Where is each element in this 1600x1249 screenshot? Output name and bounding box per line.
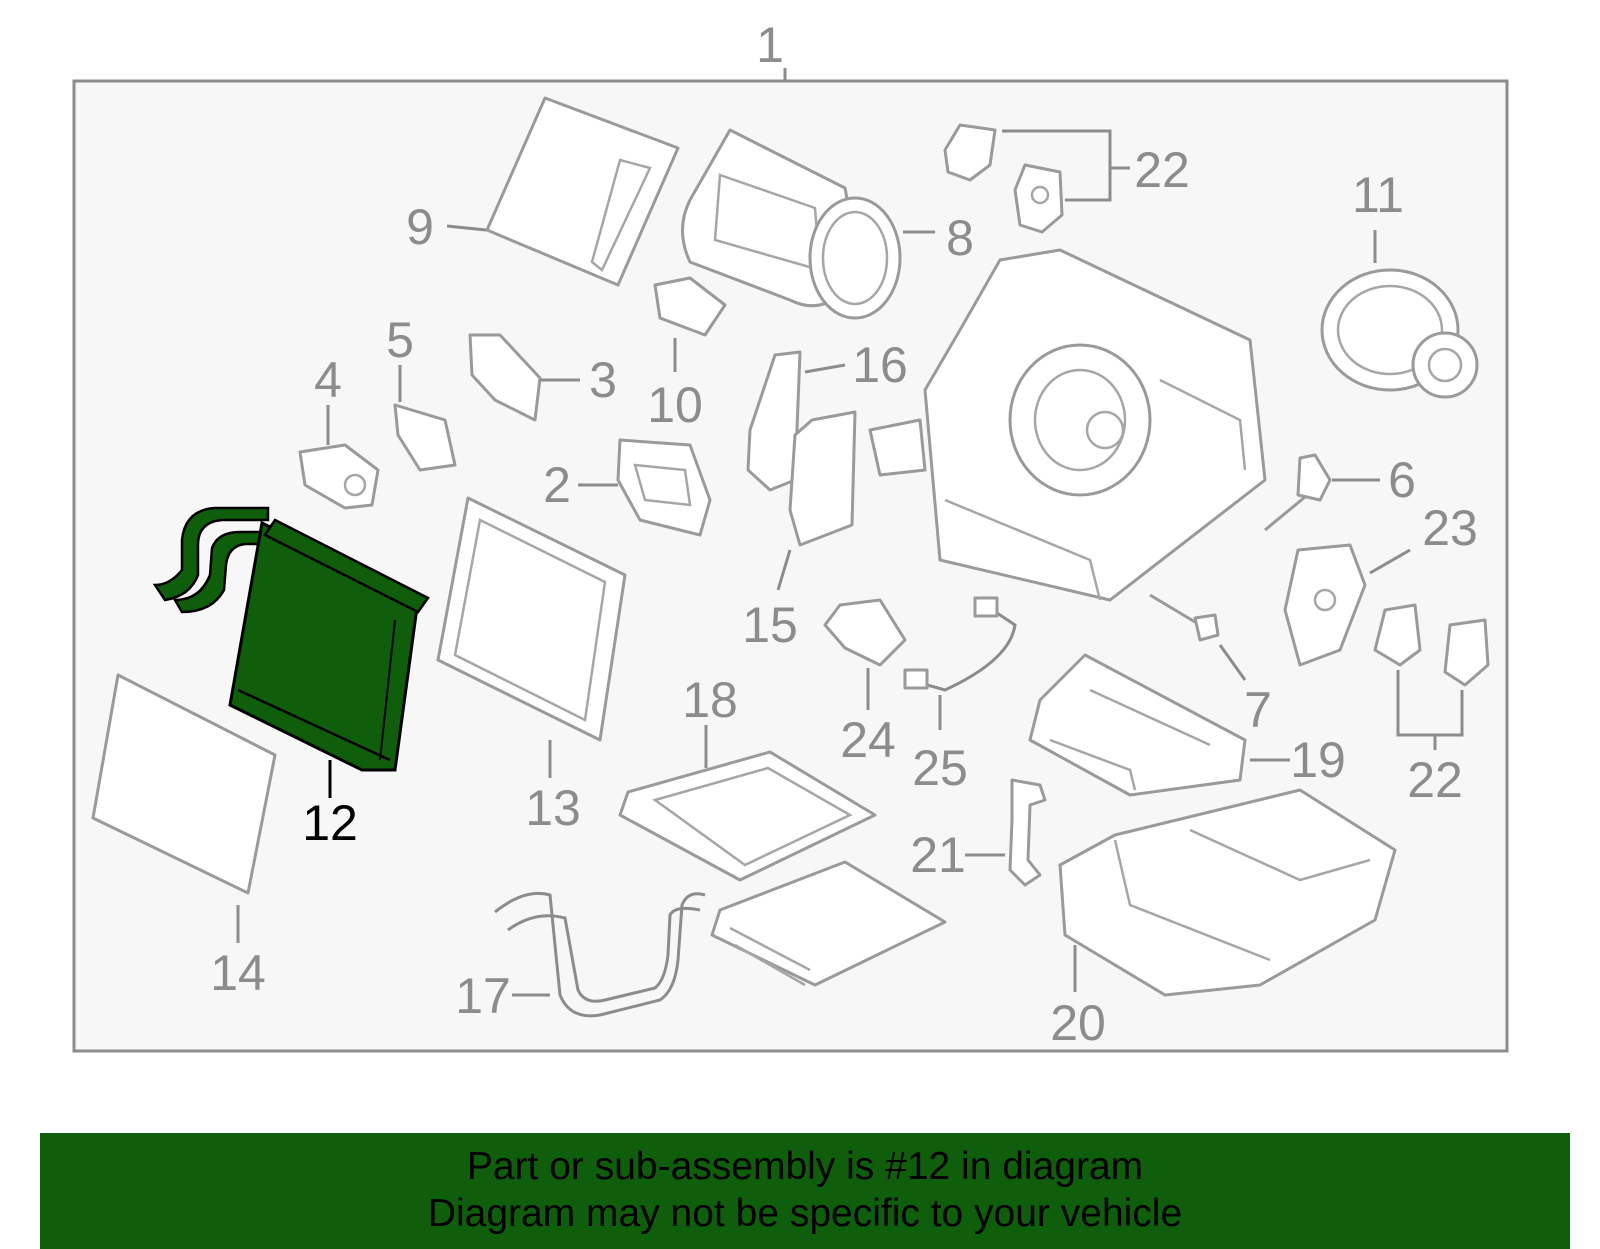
leader-22-top xyxy=(1002,129,1112,202)
part-18-tray[interactable] xyxy=(618,750,877,882)
label-8[interactable]: 8 xyxy=(946,210,974,266)
part-12-evaporator-core[interactable] xyxy=(152,506,430,772)
label-20[interactable]: 20 xyxy=(1050,995,1106,1051)
label-22-bottom[interactable]: 22 xyxy=(1407,752,1463,808)
label-24[interactable]: 24 xyxy=(840,712,896,768)
label-18[interactable]: 18 xyxy=(682,672,738,728)
leader-9 xyxy=(446,224,487,232)
exploded-parts-diagram: 1 9 8 22 11 xyxy=(72,17,1509,1053)
label-4[interactable]: 4 xyxy=(314,352,342,408)
label-2[interactable]: 2 xyxy=(543,457,571,513)
part-1-hvac-case[interactable] xyxy=(868,248,1267,602)
label-22-top[interactable]: 22 xyxy=(1134,142,1190,198)
label-10[interactable]: 10 xyxy=(647,377,703,433)
part-4-expansion-valve[interactable] xyxy=(298,443,380,510)
label-5[interactable]: 5 xyxy=(386,312,414,368)
label-9[interactable]: 9 xyxy=(406,199,434,255)
part-16-bracket[interactable] xyxy=(746,350,802,492)
label-14[interactable]: 14 xyxy=(210,945,266,1001)
part-3-door-lever[interactable] xyxy=(468,333,542,422)
part-2-vent-outlet[interactable] xyxy=(616,438,712,537)
part-11-blower-motor[interactable] xyxy=(1320,268,1479,399)
info-banner: Part or sub-assembly is #12 in diagram D… xyxy=(40,1133,1570,1249)
label-15[interactable]: 15 xyxy=(742,597,798,653)
part-15-control-module[interactable] xyxy=(788,410,857,547)
label-21[interactable]: 21 xyxy=(910,827,966,883)
leader-16 xyxy=(804,363,846,374)
banner-line-disclaimer: Diagram may not be specific to your vehi… xyxy=(427,1192,1183,1235)
part-6-temperature-sensor[interactable] xyxy=(1264,453,1332,532)
part-21-drain-hose[interactable] xyxy=(1008,778,1047,887)
label-1[interactable]: 1 xyxy=(756,17,784,73)
part-13-heater-core-frame[interactable] xyxy=(436,496,627,742)
leader-15 xyxy=(776,549,792,591)
label-19[interactable]: 19 xyxy=(1290,732,1346,788)
part-22-mode-actuator-bottom[interactable] xyxy=(1373,603,1490,687)
part-23-actuator-bracket[interactable] xyxy=(1283,543,1367,667)
label-6[interactable]: 6 xyxy=(1388,452,1416,508)
part-10-resistor[interactable] xyxy=(653,276,727,337)
part-14-filter-panel[interactable] xyxy=(91,673,277,895)
label-23[interactable]: 23 xyxy=(1422,500,1478,556)
label-25[interactable]: 25 xyxy=(912,740,968,796)
part-19-duct-housing[interactable] xyxy=(1028,653,1247,797)
leader-23 xyxy=(1369,548,1411,575)
label-13[interactable]: 13 xyxy=(525,780,581,836)
part-17-heater-core-tubes[interactable] xyxy=(494,860,947,1018)
label-7[interactable]: 7 xyxy=(1244,682,1272,738)
part-22-mode-actuator-top[interactable] xyxy=(943,123,1064,234)
banner-line-part: Part or sub-assembly is #12 in diagram xyxy=(466,1145,1144,1188)
part-7-sensor-probe[interactable] xyxy=(1149,593,1220,642)
label-17[interactable]: 17 xyxy=(455,968,511,1024)
part-9-cabin-air-filter[interactable] xyxy=(485,96,680,287)
part-24-connector[interactable] xyxy=(823,598,907,667)
part-8-blower-housing[interactable] xyxy=(681,128,902,320)
part-20-lower-case[interactable] xyxy=(1058,788,1397,997)
label-12[interactable]: 12 xyxy=(302,795,358,851)
leader-7 xyxy=(1218,644,1247,681)
label-11[interactable]: 11 xyxy=(1352,167,1404,223)
label-3[interactable]: 3 xyxy=(589,352,617,408)
part-25-wiring-harness[interactable] xyxy=(903,596,1017,692)
leader-22-bottom xyxy=(1396,670,1464,737)
part-5-seal-bracket[interactable] xyxy=(393,403,457,472)
label-16[interactable]: 16 xyxy=(852,337,908,393)
